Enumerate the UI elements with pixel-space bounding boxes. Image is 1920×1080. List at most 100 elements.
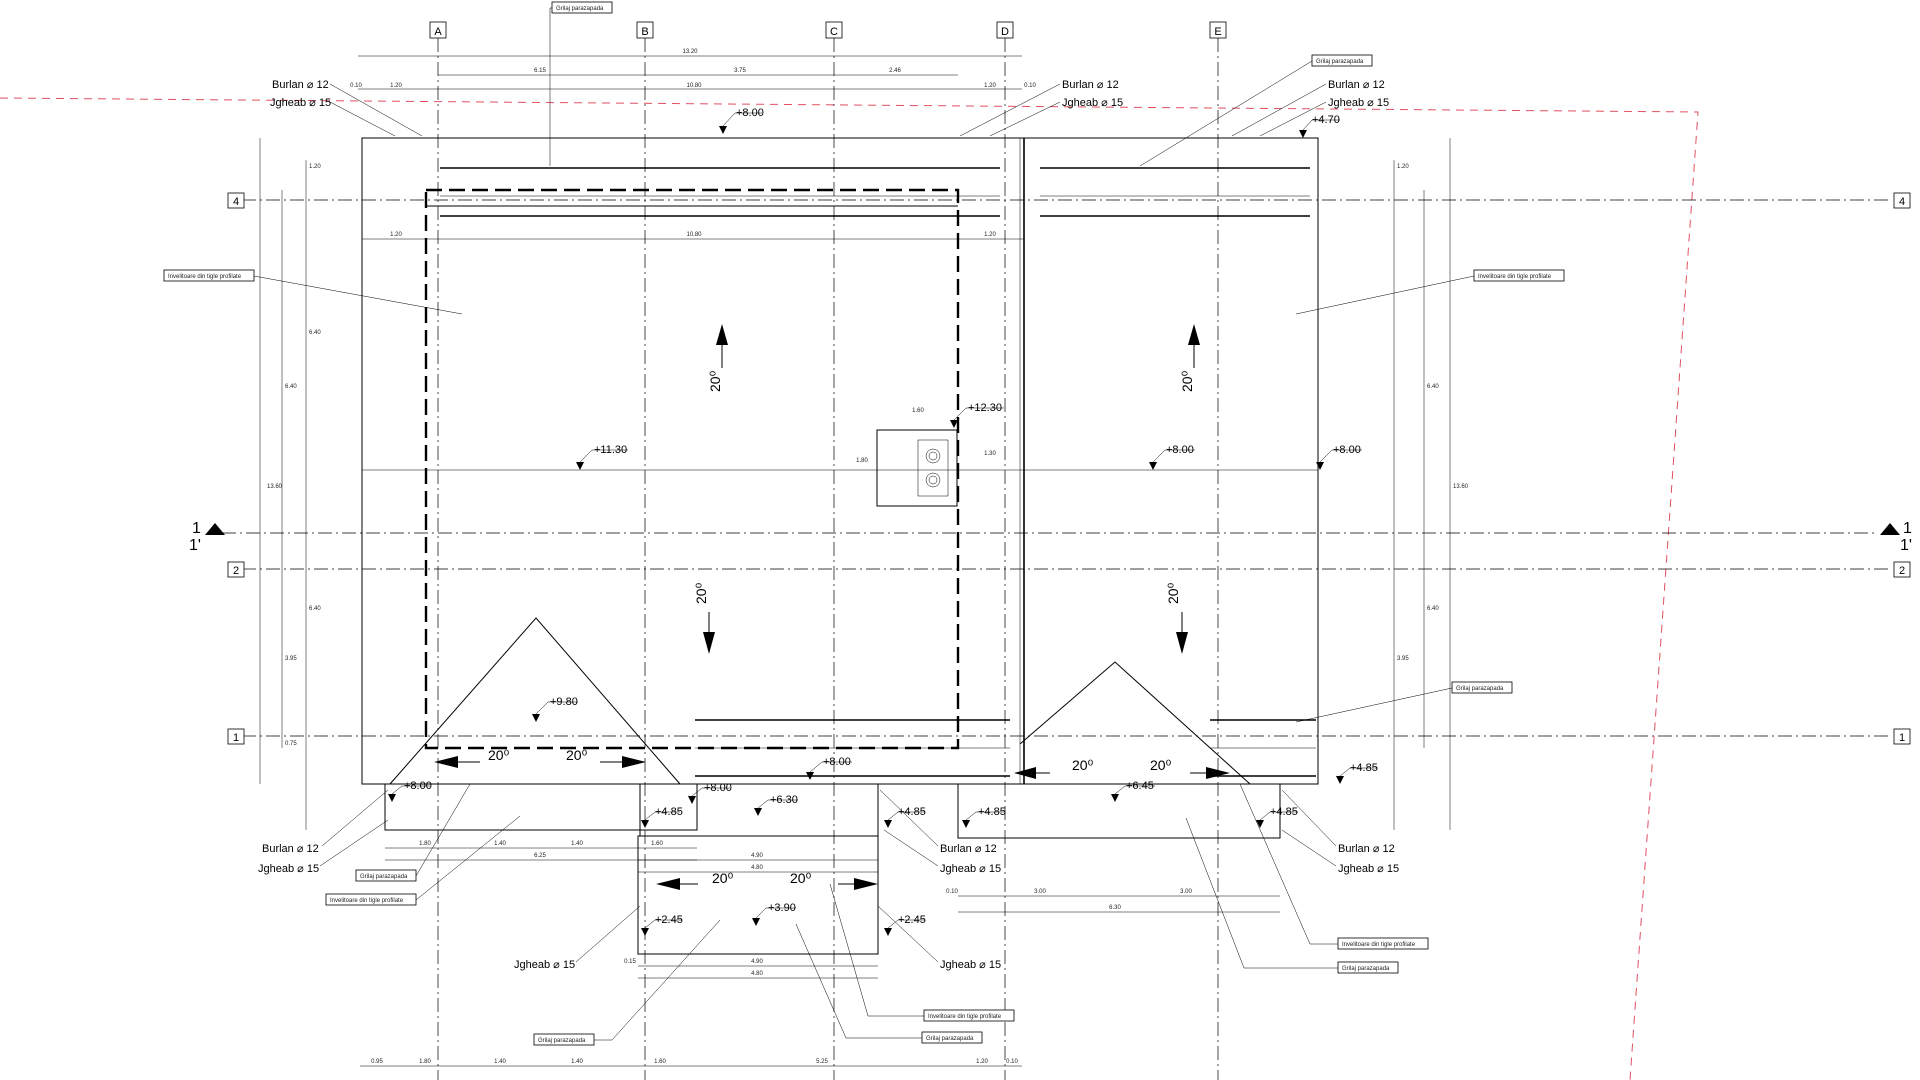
svg-text:+4.85: +4.85 — [655, 806, 683, 818]
elevation-center-800: +8.00 — [688, 782, 732, 804]
elevation-485-a: +4.85 — [641, 806, 683, 828]
callout-grilaj-right-top: Grilaj parazapada — [1139, 54, 1373, 167]
svg-text:1: 1 — [1903, 520, 1912, 537]
svg-text:1.80: 1.80 — [419, 841, 431, 847]
svg-text:0.10: 0.10 — [350, 83, 362, 89]
svg-text:+4.85: +4.85 — [1350, 762, 1378, 774]
svg-text:20⁰: 20⁰ — [1165, 582, 1181, 604]
svg-text:+6.30: +6.30 — [770, 794, 798, 806]
svg-text:Jgheab ⌀ 15: Jgheab ⌀ 15 — [1062, 97, 1123, 109]
burlan-label-bottom-left: Burlan ⌀ 12 — [262, 789, 389, 855]
svg-text:Invelitoare din tigle profilat: Invelitoare din tigle profilate — [168, 274, 242, 280]
property-boundary — [0, 97, 1699, 1080]
callout-invelitoare-left: Invelitoare din tigle profilate — [163, 269, 463, 315]
svg-text:+11.30: +11.30 — [594, 444, 627, 456]
svg-text:C: C — [830, 26, 838, 38]
vertical-axes — [437, 38, 1219, 1080]
slope-arrow-gable-left: 20⁰ — [434, 747, 510, 768]
svg-text:+12.30: +12.30 — [968, 402, 1002, 414]
axis-label-4-left: 4 — [227, 192, 245, 209]
svg-text:+3.90: +3.90 — [768, 902, 796, 914]
section-mark-left: 1 1' — [189, 520, 225, 554]
snow-guard-lines — [440, 167, 1316, 777]
svg-text:20⁰: 20⁰ — [693, 582, 709, 604]
burlan-label-top-mid: Burlan ⌀ 12 — [959, 79, 1119, 137]
svg-text:Jgheab ⌀ 15: Jgheab ⌀ 15 — [258, 863, 319, 875]
svg-text:3.95: 3.95 — [1397, 656, 1409, 662]
svg-text:A: A — [434, 26, 442, 38]
elevation-edge-800: +8.00 — [1316, 444, 1362, 470]
svg-text:1.20: 1.20 — [390, 83, 402, 89]
svg-text:1.40: 1.40 — [571, 841, 583, 847]
axis-label-4-right: 4 — [1893, 192, 1911, 209]
elevation-630: +6.30 — [754, 794, 798, 816]
svg-text:Grilaj parazapada: Grilaj parazapada — [926, 1036, 974, 1042]
burlan-label-bottom-right: Burlan ⌀ 12 — [1281, 789, 1395, 855]
slope-arrow-gable-left-2: 20⁰ — [566, 747, 646, 768]
svg-text:Grilaj parazapada: Grilaj parazapada — [360, 874, 408, 880]
right-roof — [1023, 137, 1319, 785]
svg-text:Burlan ⌀ 12: Burlan ⌀ 12 — [1338, 843, 1395, 855]
left-dimensions: 13.60 6.40 6.40 6.40 3.95 1.20 0.75 — [259, 138, 321, 830]
burlan-label-top-right: Burlan ⌀ 12 — [1231, 79, 1385, 137]
slope-arrow-gable-right-2: 20⁰ — [1150, 757, 1230, 779]
svg-text:+8.00: +8.00 — [736, 107, 764, 119]
svg-text:1.60: 1.60 — [912, 408, 924, 414]
svg-text:1.20: 1.20 — [976, 1059, 988, 1065]
svg-text:4.90: 4.90 — [751, 853, 763, 859]
svg-text:6.40: 6.40 — [309, 606, 321, 612]
svg-text:2.46: 2.46 — [889, 68, 901, 74]
svg-text:Burlan ⌀ 12: Burlan ⌀ 12 — [1328, 79, 1385, 91]
slope-arrow-main-lower: 20⁰ — [693, 582, 715, 654]
svg-text:1.60: 1.60 — [651, 841, 663, 847]
svg-text:1.20: 1.20 — [1397, 164, 1409, 170]
svg-text:1.20: 1.20 — [390, 232, 402, 238]
svg-text:4: 4 — [1899, 196, 1905, 208]
svg-text:3.95: 3.95 — [285, 656, 297, 662]
callout-invelitoare-left-low: Invelitoare din tigle profilate — [325, 815, 521, 906]
svg-text:B: B — [641, 26, 648, 38]
svg-text:Grilaj parazapada: Grilaj parazapada — [1456, 686, 1504, 692]
svg-text:+8.00: +8.00 — [1333, 444, 1361, 456]
svg-text:13.60: 13.60 — [1453, 484, 1469, 490]
top-dimensions: 13.20 6.15 3.75 2.46 0.10 1.20 10.80 1.2… — [350, 49, 1036, 464]
floor-outline — [424, 188, 960, 750]
slope-arrow-main-upper: 20⁰ — [707, 324, 728, 392]
callout-invelitoare-right: Invelitoare din tigle profilate — [1295, 269, 1565, 315]
elevation-gable-980: +9.80 — [532, 696, 578, 722]
axis-label-2-right: 2 — [1893, 561, 1911, 578]
callout-grilaj-left-low: Grilaj parazapada — [355, 783, 471, 882]
svg-text:Jgheab ⌀ 15: Jgheab ⌀ 15 — [940, 959, 1001, 971]
svg-text:1': 1' — [189, 537, 201, 554]
axis-label-1-right: 1 — [1893, 728, 1911, 745]
svg-text:1.20: 1.20 — [984, 83, 996, 89]
burlan-label-bottom-mid: Burlan ⌀ 12 — [879, 789, 997, 855]
callout-invelitoare-bottom: Invelitoare din tigle profilate — [829, 883, 1015, 1022]
svg-text:20⁰: 20⁰ — [1150, 757, 1172, 773]
right-bay-roof — [957, 783, 1281, 839]
svg-text:Grilaj parazapada: Grilaj parazapada — [538, 1038, 586, 1044]
elevation-main-800-b: +8.00 — [806, 756, 852, 780]
elevation-right-800: +8.00 — [1149, 444, 1195, 470]
svg-text:1.40: 1.40 — [571, 1059, 583, 1065]
svg-text:1.80: 1.80 — [856, 458, 868, 464]
svg-text:Jgheab ⌀ 15: Jgheab ⌀ 15 — [514, 959, 575, 971]
svg-text:1.20: 1.20 — [309, 164, 321, 170]
svg-text:4.80: 4.80 — [751, 971, 763, 977]
svg-text:D: D — [1001, 26, 1009, 38]
svg-text:Jgheab ⌀ 15: Jgheab ⌀ 15 — [270, 97, 331, 109]
slope-arrow-right-lower: 20⁰ — [1165, 582, 1188, 654]
svg-text:4.80: 4.80 — [751, 865, 763, 871]
left-gable-ridge — [389, 617, 681, 785]
axis-label-B: B — [636, 21, 654, 39]
callout-invelitoare-right-low: Invelitoare din tigle profilate — [1239, 783, 1429, 950]
svg-text:Grilaj parazapada: Grilaj parazapada — [1342, 966, 1390, 972]
svg-text:1: 1 — [1899, 732, 1905, 744]
svg-text:20⁰: 20⁰ — [566, 747, 588, 763]
chimney — [876, 429, 958, 507]
svg-text:+6.45: +6.45 — [1126, 780, 1154, 792]
svg-text:Invelitoare din tigle profilat: Invelitoare din tigle profilate — [1478, 274, 1552, 280]
slope-arrow-gable-right: 20⁰ — [1014, 757, 1094, 779]
elevation-ridge-1130: +11.30 — [576, 444, 628, 470]
